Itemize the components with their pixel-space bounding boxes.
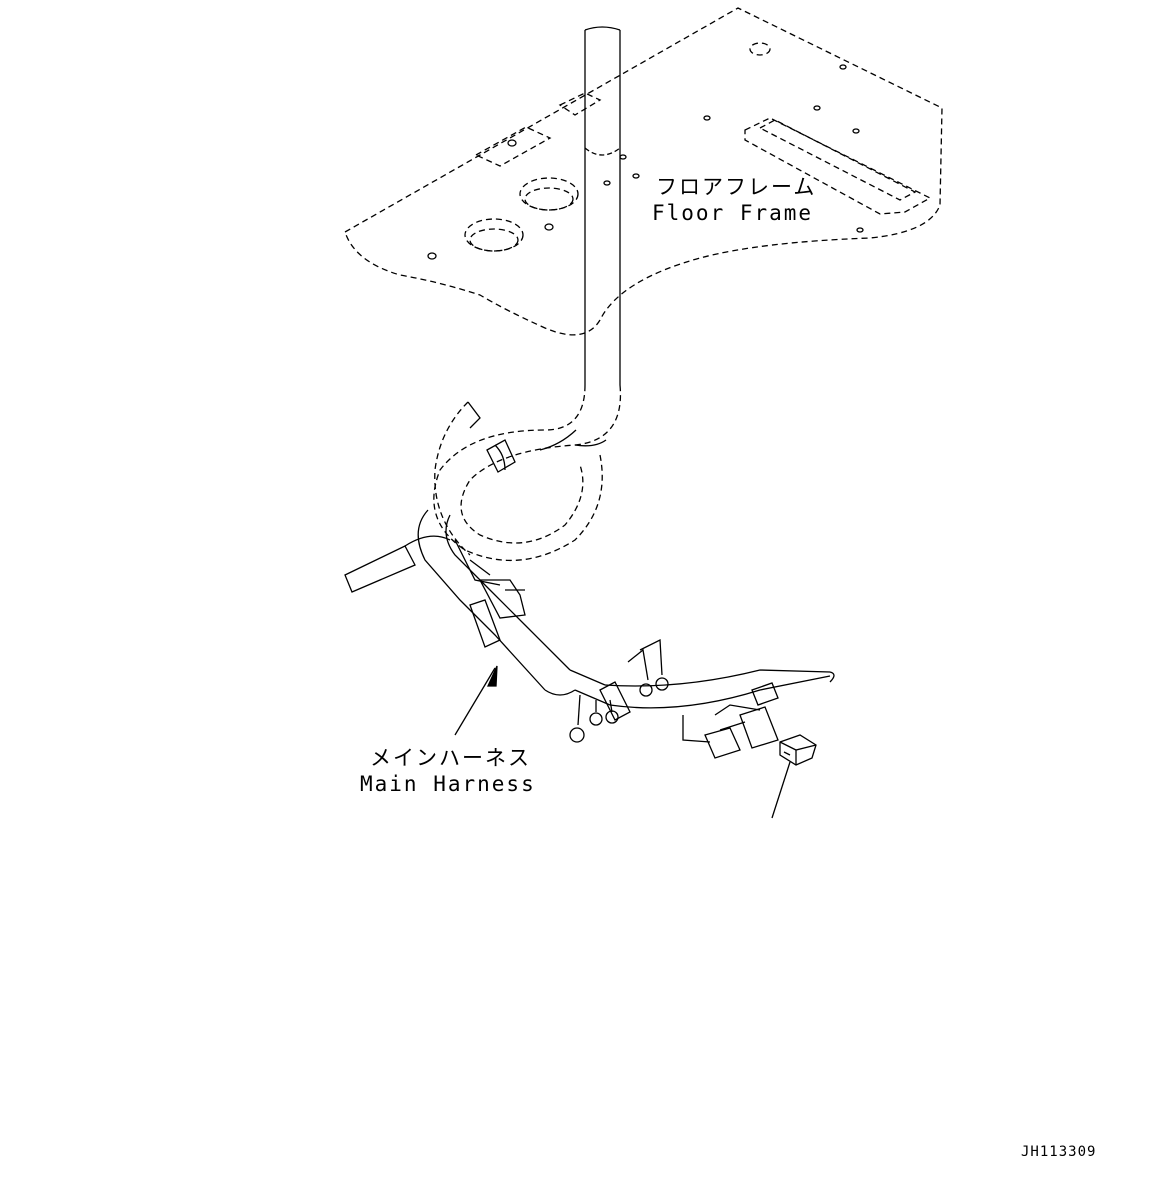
floor-frame: [344, 7, 943, 336]
harness-trunk: [584, 26, 621, 385]
floor-frame-label-en: Floor Frame: [652, 201, 814, 225]
main-harness-label-jp: メインハーネス: [370, 746, 531, 770]
frame-bolt-holes: [427, 64, 864, 260]
leader-lines: [454, 665, 791, 819]
harness-connectors: [682, 682, 779, 759]
harness-loop-solid: [467, 401, 607, 451]
harness-main-run: [344, 509, 835, 721]
harness-clamp: [486, 439, 516, 473]
harness-loop: [433, 384, 622, 561]
connector-cap: [779, 734, 817, 766]
drawing-id: JH113309: [1021, 1144, 1097, 1160]
ring-terminals: [569, 638, 669, 743]
main-harness-label-en: Main Harness: [360, 772, 536, 796]
floor-frame-label-jp: フロアフレーム: [656, 175, 817, 199]
harness-branch-connectors: [454, 539, 526, 619]
